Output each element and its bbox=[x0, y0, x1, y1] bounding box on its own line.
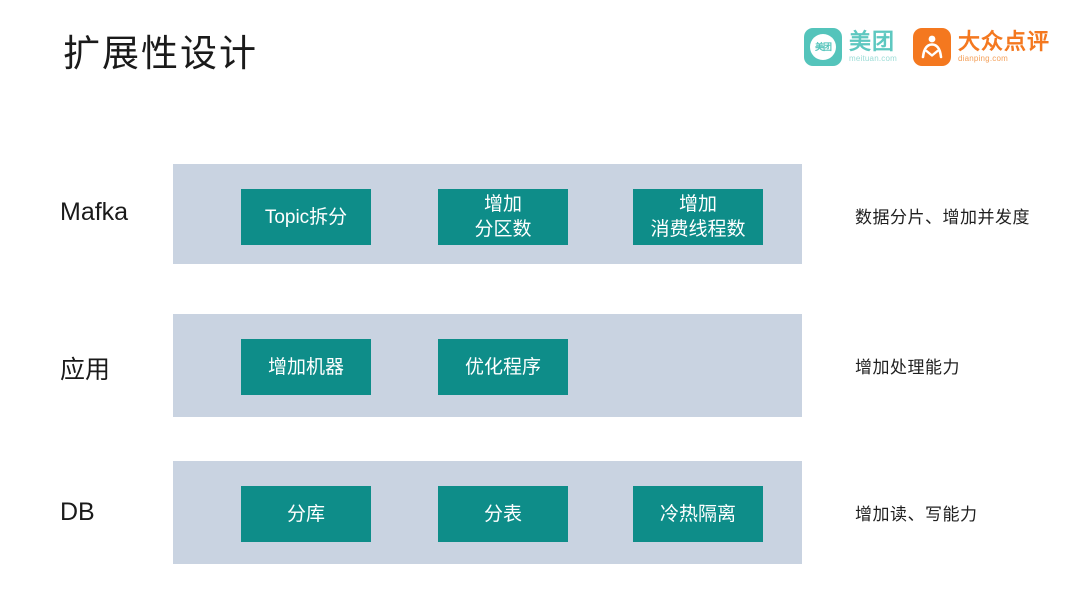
note-mafka: 数据分片、增加并发度 bbox=[855, 208, 1030, 227]
band-db: 分库 分表 冷热隔离 bbox=[173, 461, 802, 564]
chip-db-3[interactable]: 冷热隔离 bbox=[633, 486, 763, 542]
row-label-app: 应用 bbox=[60, 356, 111, 384]
chip-mafka-2[interactable]: 增加 分区数 bbox=[438, 189, 568, 245]
band-app: 增加机器 优化程序 bbox=[173, 314, 802, 417]
dianping-logo-en: dianping.com bbox=[957, 53, 1008, 63]
dianping-logo-cn: 大众点评 bbox=[957, 28, 1050, 54]
logo-bar: 美团 美团 meituan.com 大众点评 dianping.com bbox=[803, 28, 1050, 66]
band-inner-mafka: Topic拆分 增加 分区数 增加 消费线程数 bbox=[241, 164, 802, 264]
band-mafka: Topic拆分 增加 分区数 增加 消费线程数 bbox=[173, 164, 802, 264]
dianping-logo-icon bbox=[912, 28, 951, 66]
chip-mafka-1[interactable]: Topic拆分 bbox=[241, 189, 371, 245]
note-app: 增加处理能力 bbox=[855, 358, 960, 377]
row-label-mafka: Mafka bbox=[60, 198, 129, 226]
page-title: 扩展性设计 bbox=[63, 33, 258, 74]
band-inner-db: 分库 分表 冷热隔离 bbox=[241, 461, 802, 564]
band-inner-app: 增加机器 优化程序 bbox=[241, 314, 802, 417]
chip-app-1[interactable]: 增加机器 bbox=[241, 339, 371, 395]
chip-app-2[interactable]: 优化程序 bbox=[438, 339, 568, 395]
row-label-db: DB bbox=[60, 498, 95, 526]
meituan-logo-en: meituan.com bbox=[848, 53, 897, 63]
meituan-logo-text: 美团 meituan.com bbox=[848, 28, 897, 64]
meituan-logo: 美团 美团 meituan.com bbox=[803, 28, 897, 66]
meituan-logo-cn: 美团 bbox=[848, 28, 895, 54]
note-db: 增加读、写能力 bbox=[855, 505, 978, 524]
dianping-logo: 大众点评 dianping.com bbox=[912, 28, 1050, 66]
chip-db-2[interactable]: 分表 bbox=[438, 486, 568, 542]
meituan-logo-icon: 美团 bbox=[803, 28, 842, 66]
chip-mafka-3[interactable]: 增加 消费线程数 bbox=[633, 189, 763, 245]
chip-db-1[interactable]: 分库 bbox=[241, 486, 371, 542]
meituan-badge-label: 美团 bbox=[809, 34, 836, 60]
dianping-logo-text: 大众点评 dianping.com bbox=[957, 28, 1050, 64]
